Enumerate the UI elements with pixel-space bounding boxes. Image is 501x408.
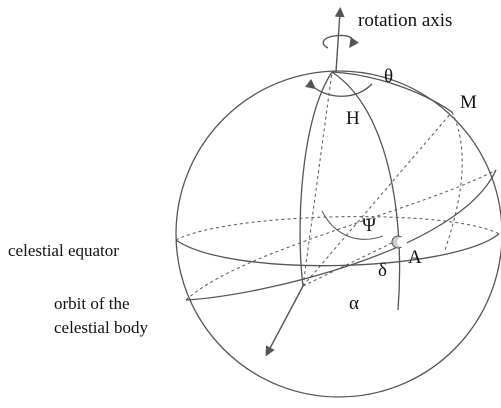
radius-to-M bbox=[302, 111, 453, 287]
orbit-front bbox=[185, 169, 497, 301]
alpha-label: α bbox=[349, 293, 359, 314]
A-label: A bbox=[408, 247, 422, 268]
theta-label: θ bbox=[384, 66, 393, 87]
celestial-equator-front bbox=[175, 233, 500, 267]
celestial-equator-back bbox=[175, 216, 500, 241]
orbit-label-line2: celestial body bbox=[54, 318, 148, 337]
rotation-axis-label: rotation axis bbox=[358, 10, 452, 31]
hour-angle-arc bbox=[304, 78, 373, 97]
orbit-label-line1: orbit of the bbox=[54, 294, 130, 313]
rotation-axis-upper bbox=[334, 7, 345, 73]
meridian-through-M bbox=[331, 71, 453, 113]
meridian-through-A bbox=[331, 71, 401, 311]
meridian-M-back bbox=[444, 111, 463, 251]
delta-label: δ bbox=[378, 260, 387, 281]
orbit-back bbox=[185, 169, 497, 301]
rotation-axis-lower bbox=[265, 285, 304, 357]
psi-label: Ψ bbox=[362, 215, 376, 236]
meridian-left bbox=[299, 71, 333, 287]
celestial-body-shadow bbox=[397, 237, 407, 247]
rotation-indicator bbox=[322, 34, 359, 49]
M-label: M bbox=[460, 92, 477, 113]
H-label: H bbox=[346, 108, 360, 129]
psi-angle-arc bbox=[321, 210, 384, 240]
celestial-equator-label: celestial equator bbox=[8, 241, 119, 260]
celestial-sphere bbox=[175, 70, 501, 398]
